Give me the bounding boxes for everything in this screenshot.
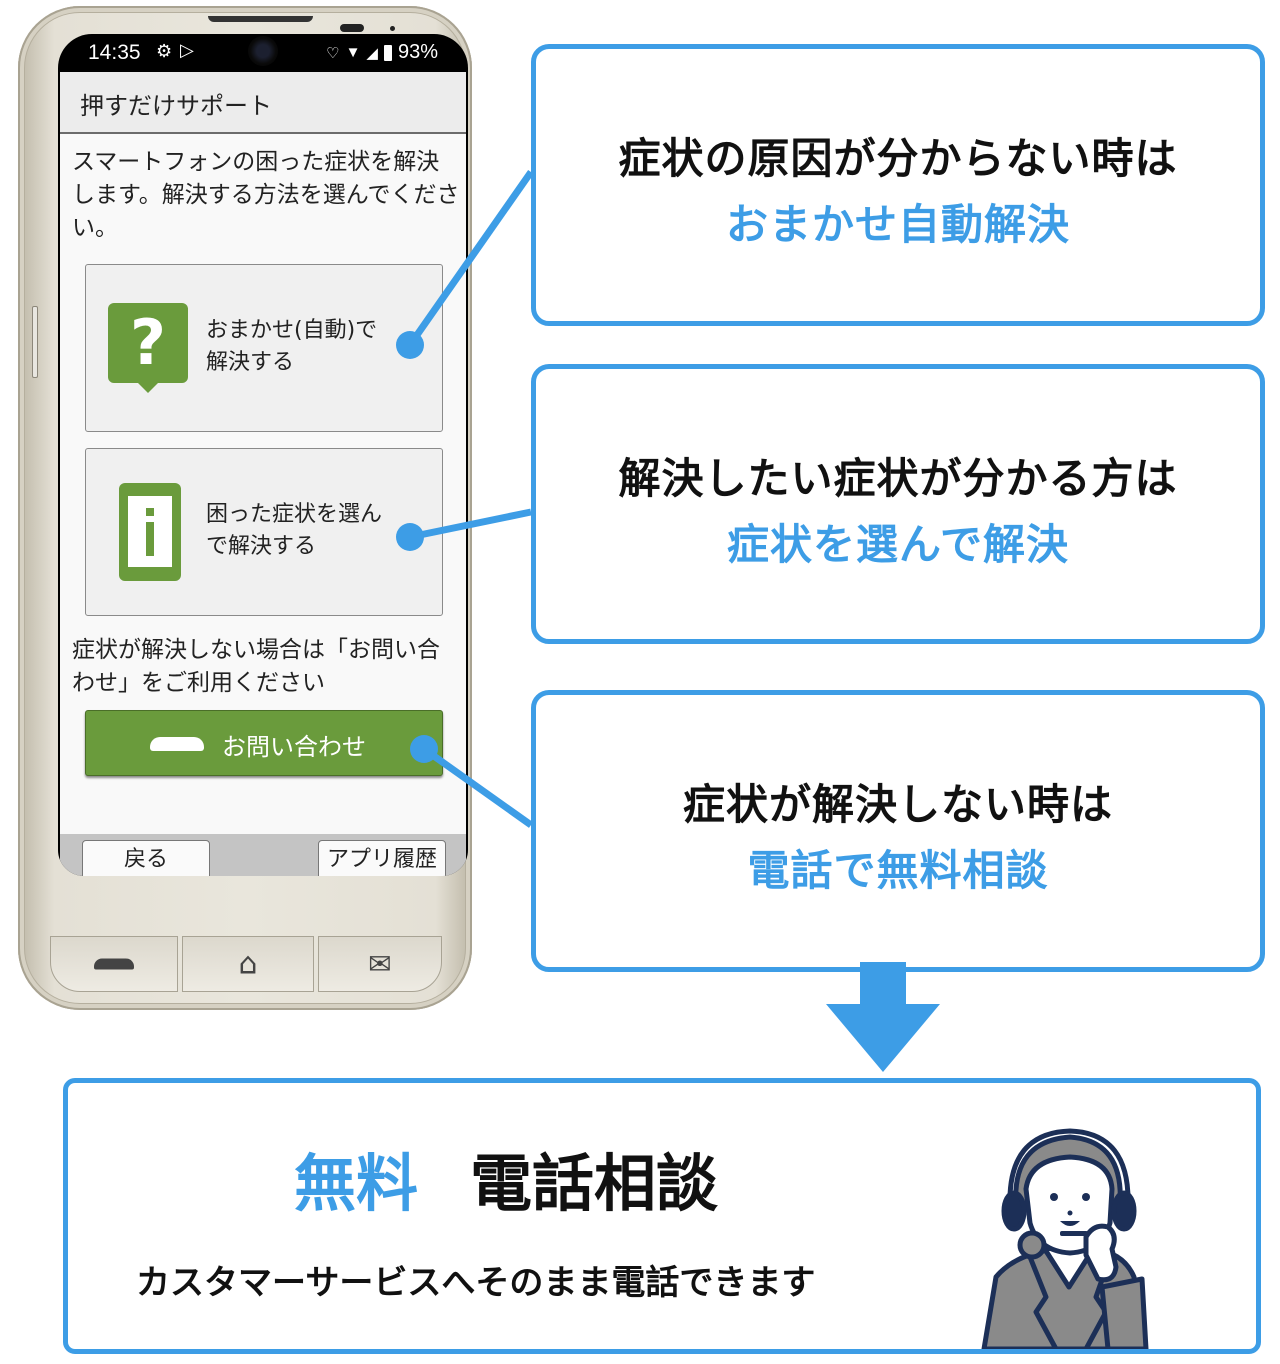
back-button[interactable]: 戻る: [82, 840, 210, 876]
front-camera: [248, 36, 278, 66]
auto-solve-option[interactable]: ? おまかせ(自動)で 解決する: [85, 264, 443, 432]
side-button: [32, 306, 38, 378]
callout-phone-consult: 症状が解決しない時は 電話で無料相談: [531, 690, 1265, 972]
option-label: 困った症状を選ん で解決する: [206, 502, 383, 559]
hw-mail-key[interactable]: ✉: [318, 936, 442, 992]
app-bar: 押すだけサポート: [60, 72, 466, 134]
free-phone-consultation-panel: 無料 電話相談 カスタマーサービスへそのまま電話できます: [63, 1078, 1261, 1354]
callout-auto-solve: 症状の原因が分からない時は おまかせ自動解決: [531, 44, 1265, 326]
phone-handset-icon: [150, 737, 204, 751]
app-content: スマートフォンの困った症状を解決します。解決する方法を選んでください。 ? おま…: [60, 134, 466, 834]
mail-icon: ✉: [368, 947, 392, 981]
phone-icon: [94, 958, 134, 970]
heart-hand-icon: ♡: [326, 44, 340, 62]
option-label: おまかせ(自動)で 解決する: [206, 318, 378, 375]
battery-icon: [383, 44, 392, 61]
app-title: 押すだけサポート: [80, 92, 272, 120]
earpiece: [340, 24, 364, 32]
question-bubble-icon: ?: [108, 303, 188, 393]
hardware-keys: ⌂ ✉: [44, 936, 446, 998]
panel-title-free: 無料: [294, 1147, 419, 1220]
status-bar: 14:35 ⚙ ▷ ♡ ▼ ◢ 93%: [58, 34, 468, 72]
operator-headset-illustration: [981, 1128, 1149, 1349]
choose-symptom-option[interactable]: 困った症状を選ん で解決する: [85, 448, 443, 616]
bottom-nav: 戻る アプリ履歴: [60, 834, 466, 876]
app-history-button[interactable]: アプリ履歴: [318, 840, 446, 876]
hw-phone-key[interactable]: [50, 936, 178, 992]
info-phone-icon: [119, 483, 181, 581]
panel-title: 電話相談: [470, 1147, 719, 1220]
status-time: 14:35: [88, 41, 141, 64]
intro-text: スマートフォンの困った症状を解決します。解決する方法を選んでください。: [72, 149, 460, 241]
hw-home-key[interactable]: ⌂: [182, 936, 314, 992]
contact-button[interactable]: お問い合わせ: [85, 710, 443, 776]
play-store-icon: ▷: [180, 40, 194, 61]
callout-choose-symptom: 解決したい症状が分かる方は 症状を選んで解決: [531, 364, 1265, 644]
home-icon: ⌂: [238, 946, 258, 982]
phone-screen: 14:35 ⚙ ▷ ♡ ▼ ◢ 93% 押すだけサポート スマートフォンの困った…: [58, 34, 468, 876]
proximity-sensor: [390, 26, 395, 31]
panel-subtitle: カスタマーサービスへそのまま電話できます: [136, 1263, 816, 1303]
down-arrow-icon: [826, 962, 940, 1072]
wifi-icon: ▼: [345, 44, 361, 61]
speaker-grille: [208, 16, 313, 22]
signal-icon: ◢: [366, 44, 378, 62]
gear-icon: ⚙: [156, 41, 173, 62]
note-text: 症状が解決しない場合は「お問い合わせ」をご利用ください: [72, 637, 440, 696]
smartphone-mockup: 14:35 ⚙ ▷ ♡ ▼ ◢ 93% 押すだけサポート スマートフォンの困った…: [18, 6, 472, 1010]
battery-percent: 93%: [397, 41, 438, 63]
